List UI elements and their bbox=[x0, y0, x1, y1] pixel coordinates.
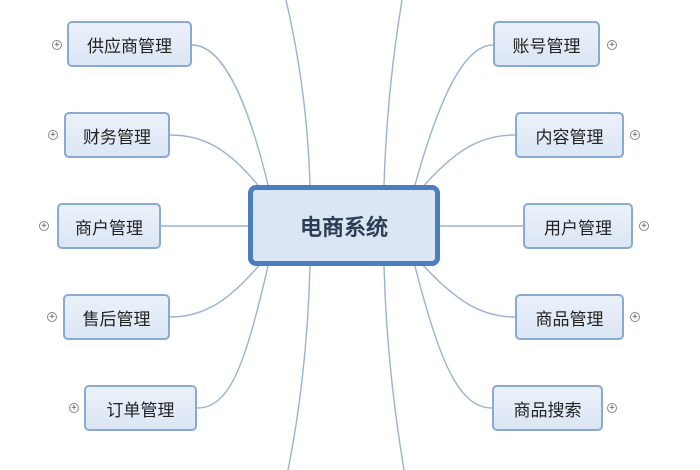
link-finance bbox=[169, 134, 263, 191]
center-node-label: 电商系统 bbox=[299, 215, 388, 241]
expand-toggle-icon[interactable]: + bbox=[47, 312, 57, 322]
link-order bbox=[196, 265, 269, 409]
node-aftersales-management[interactable]: 售后管理 bbox=[63, 294, 170, 340]
link-bottom-left bbox=[287, 265, 311, 470]
node-finance-management[interactable]: 财务管理 bbox=[64, 112, 170, 158]
node-label: 账号管理 bbox=[512, 36, 581, 57]
node-account-management[interactable]: 账号管理 bbox=[493, 21, 600, 67]
link-product bbox=[419, 261, 516, 318]
link-bottom-right bbox=[383, 265, 405, 470]
node-supplier-management[interactable]: 供应商管理 bbox=[67, 21, 192, 67]
link-account bbox=[414, 44, 494, 186]
node-order-management[interactable]: 订单管理 bbox=[84, 385, 197, 431]
expand-toggle-icon[interactable]: + bbox=[639, 221, 649, 231]
node-merchant-management[interactable]: 商户管理 bbox=[57, 203, 161, 249]
expand-toggle-icon[interactable]: + bbox=[607, 403, 617, 413]
node-product-search[interactable]: 商品搜索 bbox=[492, 385, 603, 431]
link-aftersales bbox=[169, 261, 263, 318]
node-label: 商品管理 bbox=[535, 309, 604, 330]
expand-toggle-icon[interactable]: + bbox=[607, 40, 617, 50]
node-user-management[interactable]: 用户管理 bbox=[523, 203, 633, 249]
link-search bbox=[414, 265, 493, 409]
node-label: 商户管理 bbox=[75, 218, 143, 239]
node-label: 供应商管理 bbox=[87, 36, 172, 57]
link-content bbox=[419, 134, 516, 191]
center-node[interactable]: 电商系统 bbox=[248, 185, 440, 266]
node-label: 商品搜索 bbox=[513, 400, 582, 421]
expand-toggle-icon[interactable]: + bbox=[630, 130, 640, 140]
expand-toggle-icon[interactable]: + bbox=[69, 403, 79, 413]
link-supplier bbox=[191, 44, 269, 186]
expand-toggle-icon[interactable]: + bbox=[630, 312, 640, 322]
link-top-right bbox=[383, 0, 403, 186]
expand-toggle-icon[interactable]: + bbox=[52, 40, 62, 50]
node-label: 用户管理 bbox=[544, 218, 612, 239]
node-label: 订单管理 bbox=[106, 400, 175, 421]
link-top-left bbox=[285, 0, 311, 186]
node-label: 财务管理 bbox=[83, 127, 151, 148]
node-product-management[interactable]: 商品管理 bbox=[515, 294, 624, 340]
node-label: 售后管理 bbox=[82, 309, 151, 330]
node-label: 内容管理 bbox=[535, 127, 604, 148]
expand-toggle-icon[interactable]: + bbox=[48, 130, 58, 140]
expand-toggle-icon[interactable]: + bbox=[39, 221, 49, 231]
node-content-management[interactable]: 内容管理 bbox=[515, 112, 624, 158]
